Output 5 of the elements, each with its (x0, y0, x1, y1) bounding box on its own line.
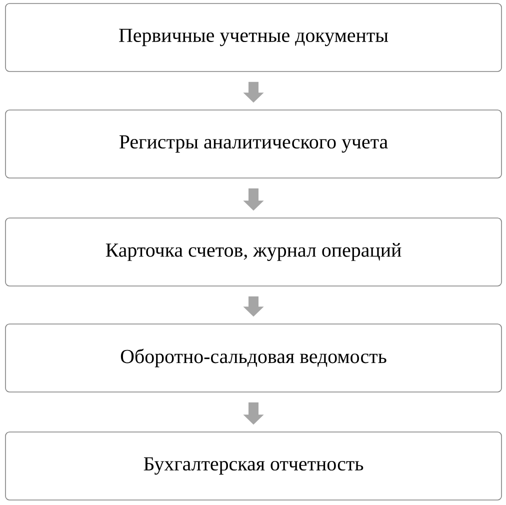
process-box: Регистры аналитического учета (5, 110, 502, 178)
process-box: Бухгалтерская отчетность (5, 432, 502, 500)
process-box: Карточка счетов, журнал операций (5, 218, 502, 286)
process-box: Оборотно-сальдовая ведомость (5, 324, 502, 392)
process-box: Первичные учетные документы (5, 3, 502, 72)
